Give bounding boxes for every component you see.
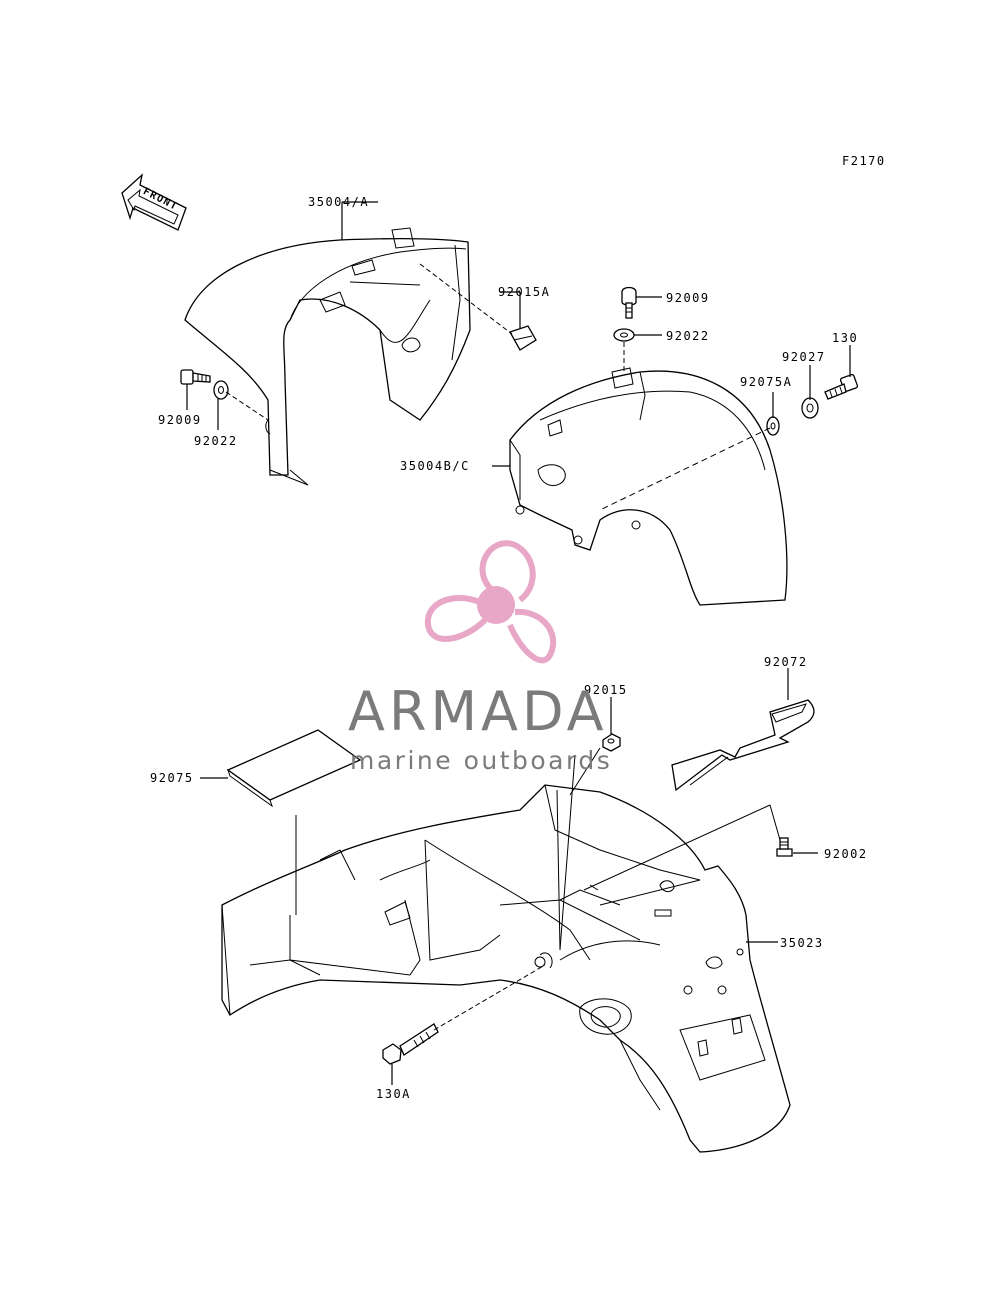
bolt-92002-icon	[776, 837, 793, 857]
label-92002: 92002	[824, 847, 868, 861]
label-92075a: 92075A	[740, 375, 792, 389]
label-35004bc: 35004B/C	[400, 459, 470, 473]
propeller-logo-icon	[424, 540, 557, 664]
front-fender-rear	[509, 367, 788, 606]
leader-lines	[186, 201, 851, 1085]
bolt-130-icon	[824, 373, 859, 400]
label-35023: 35023	[780, 936, 824, 950]
watermark-brand: ARMADA	[348, 680, 608, 743]
nut-92015-icon	[602, 733, 621, 752]
label-35004a: 35004/A	[308, 195, 369, 209]
clip-92015a-icon	[509, 325, 537, 351]
watermark-tagline: marine outboards	[350, 746, 612, 775]
label-92072: 92072	[764, 655, 808, 669]
washer-right-icon	[613, 328, 635, 342]
propeller-hub-icon	[477, 586, 515, 624]
strap-92072	[671, 699, 815, 792]
nut-92027-icon	[801, 397, 819, 419]
front-arrow-icon: FRONT	[121, 173, 187, 231]
label-92075: 92075	[150, 771, 194, 785]
rear-fender	[221, 784, 791, 1153]
washer-left-icon	[213, 380, 229, 400]
label-130: 130	[832, 331, 858, 345]
label-92015: 92015	[584, 683, 628, 697]
armada-logo: ARMADA marine outboards	[348, 540, 612, 775]
label-92022-left: 92022	[194, 434, 238, 448]
label-92027: 92027	[782, 350, 826, 364]
pad-92075	[226, 729, 362, 808]
bolt-left-icon	[180, 369, 211, 385]
label-92009-right: 92009	[666, 291, 710, 305]
label-92015a: 92015A	[498, 285, 550, 299]
front-fender-front	[184, 227, 471, 486]
washer-92075a-icon	[766, 416, 780, 436]
bolt-130a-icon	[382, 1023, 439, 1065]
bolt-right-icon	[621, 286, 637, 319]
figure-id: F2170	[842, 154, 886, 168]
label-130a: 130A	[376, 1087, 411, 1101]
label-92022-right: 92022	[666, 329, 710, 343]
label-92009-left: 92009	[158, 413, 202, 427]
